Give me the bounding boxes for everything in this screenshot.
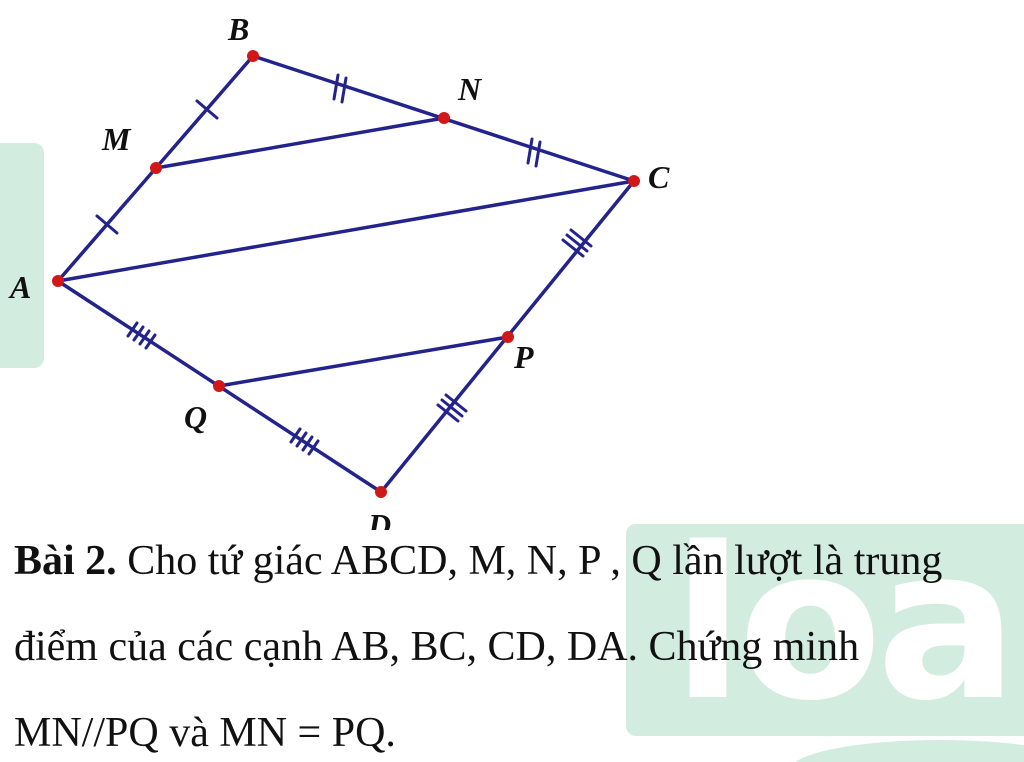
label-b: B [227,11,249,47]
watermark-left-tab [0,143,44,368]
problem-statement: Bài 2. Cho tứ giác ABCD, M, N, P , Q lần… [14,528,1024,762]
tick-aq-1 [126,321,139,338]
quadrilateral-figure: A B C D M N P Q [8,11,670,530]
label-c: C [648,159,670,195]
segment-pq [217,335,510,388]
tick-pd-1 [436,403,460,423]
point-m [150,162,162,174]
tick-bn-2 [340,76,348,104]
label-p: P [513,339,534,375]
tick-aq-4 [144,333,157,350]
label-d: D [367,507,391,530]
watermark-logo-panel [626,524,1024,736]
tick-pd-3 [444,393,468,413]
point-n [438,112,450,124]
tick-cp-3 [569,228,593,248]
segment-ac [56,179,636,283]
tick-qd-4 [307,439,320,456]
problem-text-1: Cho tứ giác ABCD, M, N, P , Q lần lượt l… [116,538,943,584]
segment-mn [154,116,446,170]
label-n: N [457,71,483,107]
tick-qd-3 [301,435,314,452]
tick-aq-3 [138,329,151,346]
problem-line-3: MN//PQ và MN = PQ. [14,710,396,756]
watermark-logo: loai [672,502,1024,747]
point-b [247,50,259,62]
point-c [628,175,640,187]
problem-line-1: Bài 2. Cho tứ giác ABCD, M, N, P , Q lần… [14,528,1024,614]
tick-pd-2 [440,398,464,418]
point-d [375,486,387,498]
tick-cp-2 [565,233,589,253]
label-m: M [101,121,132,157]
tick-bn-1 [332,73,340,101]
point-p [502,331,514,343]
problem-line-2: điểm của các cạnh AB, BC, CD, DA. Chứng … [14,624,860,670]
tick-nc-2 [534,140,542,168]
tick-qd-2 [295,431,308,448]
point-a [52,275,64,287]
label-q: Q [184,399,207,435]
tick-bm [195,99,219,120]
tick-am [95,214,119,235]
tick-cp-1 [561,238,585,258]
watermark-arc [790,740,1024,762]
label-a: A [8,269,31,305]
tick-aq-2 [132,325,145,342]
tick-qd-1 [289,427,302,444]
problem-number: Bài 2. [14,538,117,584]
tick-nc-1 [526,137,534,165]
point-q [213,380,225,392]
